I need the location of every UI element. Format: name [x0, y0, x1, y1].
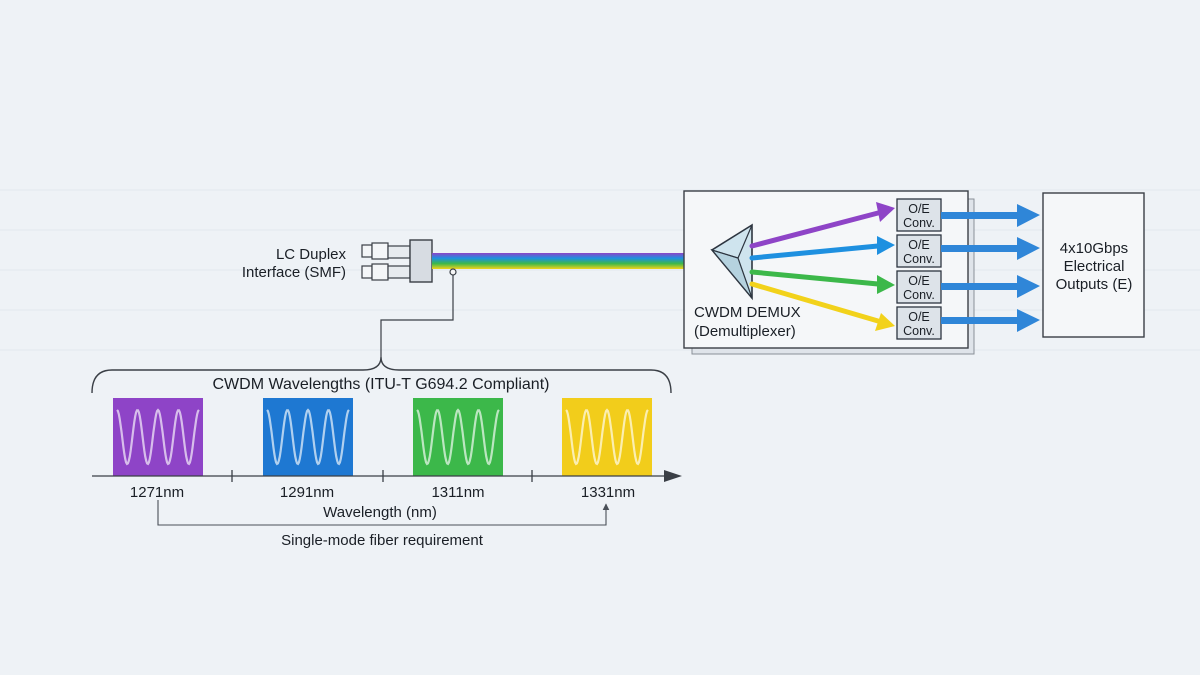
tick-label-1271nm: 1271nm	[130, 484, 184, 501]
fiber-tap-leader	[380, 268, 457, 357]
oe-converter-3: O/E Conv.	[896, 270, 942, 304]
oe-converter-1-line2: Conv.	[903, 216, 935, 230]
electrical-arrow-1	[941, 204, 1040, 227]
channel-block-1271nm	[113, 398, 203, 476]
connector-label-line2: Interface (SMF)	[242, 264, 346, 281]
wavelength-tick-labels: 1271nm 1291nm 1311nm 1331nm	[130, 484, 635, 501]
demux-prism-icon	[710, 223, 753, 301]
electrical-arrow-2	[941, 237, 1040, 260]
split-beams	[749, 210, 881, 324]
electrical-outputs-box	[1042, 192, 1145, 338]
electrical-output-arrows	[941, 204, 1040, 332]
beam-1311	[749, 269, 881, 287]
oe-converter-1: O/E Conv.	[896, 198, 942, 232]
oe-converter-4-line1: O/E	[908, 310, 930, 324]
oe-converter-2: O/E Conv.	[896, 234, 942, 268]
outputs-label-line1: 4x10Gbps	[1060, 240, 1128, 257]
oe-converter-2-line2: Conv.	[903, 252, 935, 266]
multi-wavelength-fiber	[432, 253, 714, 269]
spectrum-bracket	[91, 356, 672, 394]
smf-requirement-bracket	[157, 500, 610, 526]
channel-block-1291nm	[263, 398, 353, 476]
beam-1271	[749, 210, 881, 249]
tick-label-1331nm: 1331nm	[581, 484, 635, 501]
channel-block-1311nm	[413, 398, 503, 476]
outputs-label-line3: Outputs (E)	[1056, 276, 1133, 293]
beam-1331-arrowhead	[875, 313, 895, 331]
connector-label-line1: LC Duplex	[276, 246, 347, 263]
outputs-label-line2: Electrical	[1064, 258, 1125, 275]
demux-label-line1: CWDM DEMUX	[694, 304, 801, 321]
demux-label-line2: (Demultiplexer)	[694, 323, 796, 340]
channel-waveform	[416, 408, 500, 466]
oe-converter-1-line1: O/E	[908, 202, 930, 216]
electrical-arrow-4	[941, 309, 1040, 332]
oe-converter-3-line2: Conv.	[903, 288, 935, 302]
beam-1271-arrowhead	[876, 202, 895, 222]
beam-1291-arrowhead	[877, 236, 895, 255]
wavelength-channels	[113, 398, 652, 476]
electrical-arrow-3	[941, 275, 1040, 298]
oe-converter-4: O/E Conv.	[896, 306, 942, 340]
beam-arrowheads	[875, 202, 895, 331]
oe-converter-2-line1: O/E	[908, 238, 930, 252]
lc-duplex-connector-icon	[361, 239, 433, 283]
tick-label-1311nm: 1311nm	[431, 484, 484, 501]
tick-label-1291nm: 1291nm	[280, 484, 334, 501]
oe-converter-3-line1: O/E	[908, 274, 930, 288]
channel-waveform	[565, 408, 649, 466]
channel-waveform	[266, 408, 350, 466]
background-grid	[0, 189, 1200, 351]
axis-arrowhead	[664, 470, 682, 482]
channel-waveform	[116, 408, 200, 466]
wavelength-axis	[92, 470, 666, 482]
smf-requirement-note: Single-mode fiber requirement	[281, 532, 484, 549]
spectrum-title: CWDM Wavelengths (ITU-T G694.2 Compliant…	[213, 376, 550, 393]
beam-1291	[749, 243, 881, 261]
oe-converter-4-line2: Conv.	[903, 324, 935, 338]
axis-label: Wavelength (nm)	[323, 504, 437, 521]
beam-1311-arrowhead	[877, 275, 895, 294]
beam-1331	[749, 281, 881, 324]
channel-block-1331nm	[562, 398, 652, 476]
